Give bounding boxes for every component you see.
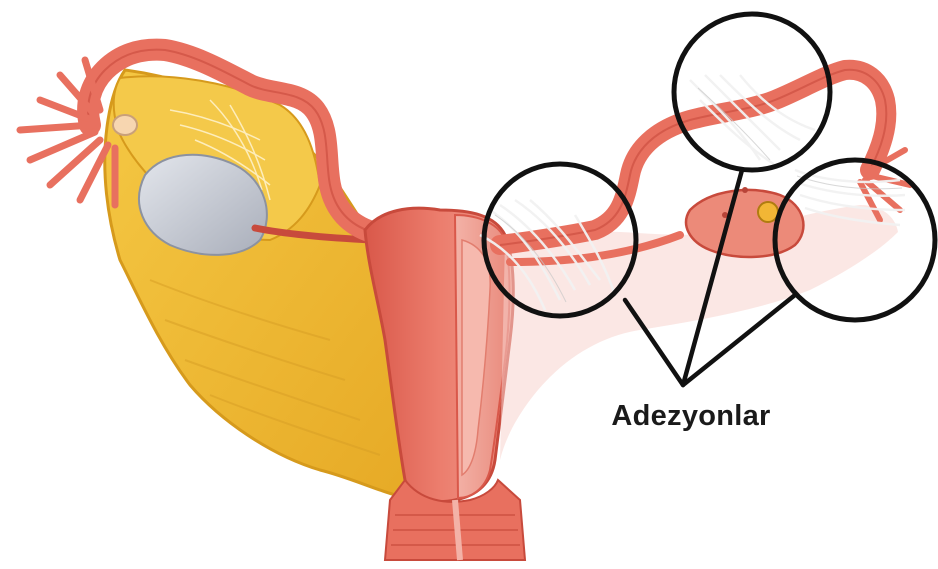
follicle-right-1 (742, 187, 748, 193)
adhesions-label: Adezyonlar (596, 400, 786, 433)
corpus-luteum-right (758, 202, 778, 222)
follicle-left (113, 115, 137, 135)
